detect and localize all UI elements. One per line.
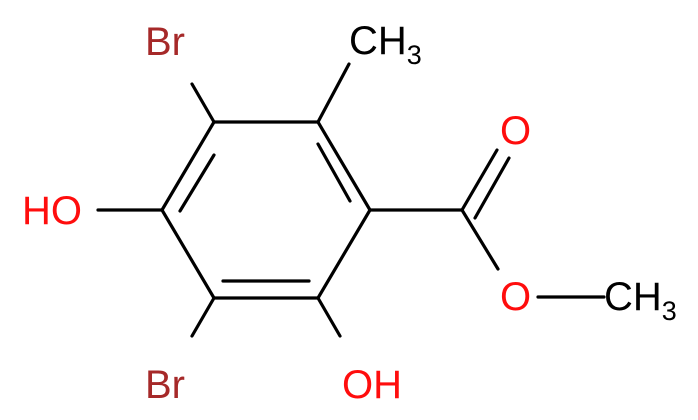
benzene-ring [160,120,372,300]
substituent-bonds [96,62,606,338]
ring-bond-lower-right [316,208,372,300]
atom-label-br-top: Br [145,20,185,64]
bond-to-oh-bottom [316,296,342,338]
bond-c-to-ester-o [460,208,500,271]
ring-bond-upper-right [316,120,372,212]
atom-label-br-bottom: Br [145,363,185,407]
bond-to-methyl-top [316,62,351,124]
atom-label-methyl-ester: CH3 [604,275,677,326]
atom-label-carbonyl-o: O [500,109,531,153]
ring-bond-upper-left [160,120,216,212]
ring-bond-lower-left [160,208,216,300]
bond-to-br-bottom [190,296,216,338]
atom-label-methyl-top: CH3 [349,19,422,70]
atom-label-ester-o: O [500,275,531,319]
atom-label-ho-left: HO [22,189,82,233]
atom-labels: Br CH3 HO Br OH O O CH3 [22,19,677,407]
ring-double-bond-right [316,142,352,203]
bond-carbonyl-outer [460,148,499,212]
atom-label-oh-bottom: OH [342,363,402,407]
ring-double-bond-left [178,153,216,213]
bond-carbonyl-inner [473,156,511,220]
bond-to-br-top [190,82,216,124]
